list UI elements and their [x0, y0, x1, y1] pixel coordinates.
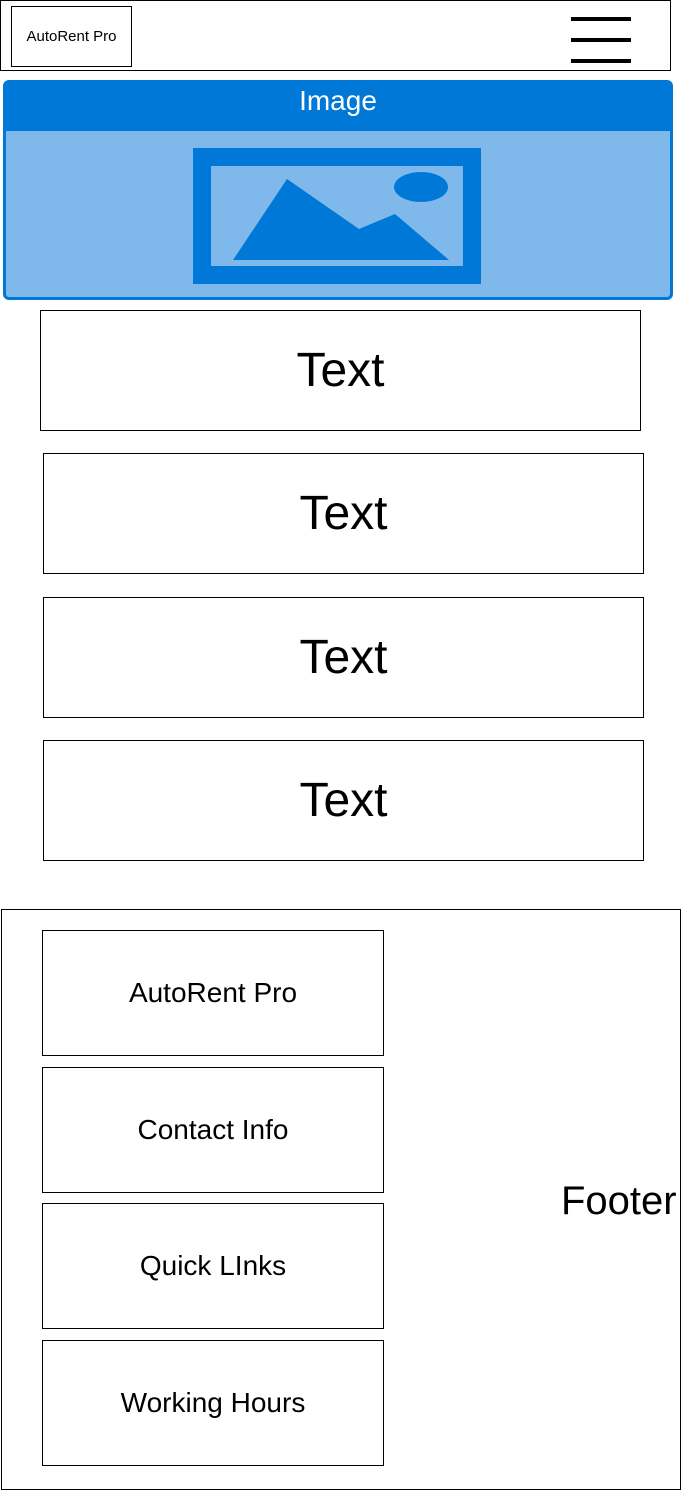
image-label: Image [6, 83, 670, 131]
hero-image: Image [3, 80, 673, 300]
footer-item-contact-info[interactable]: Contact Info [42, 1067, 384, 1193]
footer-item-working-hours[interactable]: Working Hours [42, 1340, 384, 1466]
text-block: Text [43, 740, 644, 861]
text-block: Text [43, 597, 644, 718]
header: AutoRent Pro [0, 0, 671, 71]
footer-item-brand[interactable]: AutoRent Pro [42, 930, 384, 1056]
footer-label: Footer [561, 1179, 677, 1223]
image-placeholder-icon [193, 148, 481, 284]
footer: AutoRent Pro Contact Info Quick LInks Wo… [1, 909, 681, 1490]
brand-logo[interactable]: AutoRent Pro [11, 6, 132, 67]
footer-item-quick-links[interactable]: Quick LInks [42, 1203, 384, 1329]
hamburger-menu-icon[interactable] [569, 17, 633, 67]
text-block: Text [40, 310, 641, 431]
text-block: Text [43, 453, 644, 574]
